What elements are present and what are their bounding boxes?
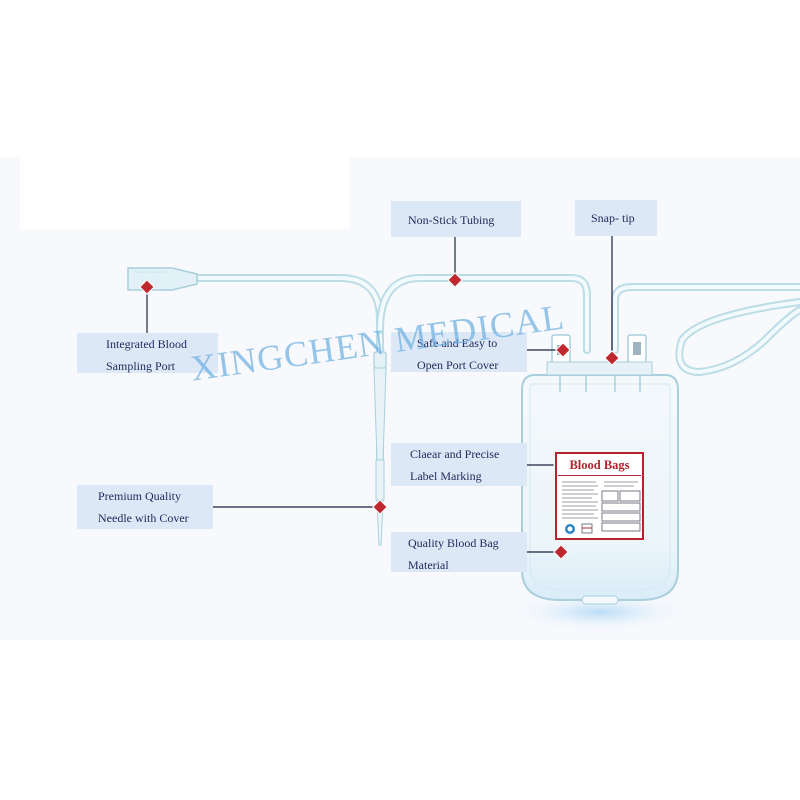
background-notch	[20, 157, 350, 229]
marker-sampling-port	[139, 279, 155, 295]
callout-snap-tip: Snap- tip	[575, 200, 657, 236]
callout-line-1: Quality Blood Bag	[408, 536, 499, 550]
label-title: Blood Bags	[558, 455, 641, 476]
marker-non-stick-tubing	[447, 272, 463, 288]
callout-line-1: Claear and Precise	[410, 447, 500, 461]
callout-sampling-port: Integrated Blood Sampling Port	[77, 333, 218, 373]
callout-needle-cover: Premium Quality Needle with Cover	[77, 485, 213, 529]
callout-line-2: Sampling Port	[106, 359, 176, 373]
bag-shadow	[505, 592, 695, 632]
callout-bag-material: Quality Blood Bag Material	[391, 532, 527, 572]
label-fine-print	[562, 481, 641, 534]
callout-line-2: Needle with Cover	[98, 511, 189, 525]
marker-snap-tip	[604, 350, 620, 366]
callout-line-1: Safe and Easy to	[417, 336, 498, 350]
marker-bag-material	[553, 544, 569, 560]
needle-assembly	[373, 351, 387, 546]
callout-port-cover: Safe and Easy to Open Port Cover	[391, 332, 527, 372]
sampling-port	[127, 267, 198, 291]
tubing	[193, 274, 800, 474]
blood-bag-label: Blood Bags	[555, 452, 644, 540]
callout-text: Snap- tip	[591, 211, 635, 225]
callout-line-2: Material	[408, 558, 449, 572]
callout-line-2: Label Marking	[410, 469, 482, 483]
callout-line-2: Open Port Cover	[417, 358, 499, 372]
marker-needle-cover	[372, 499, 388, 515]
callout-text: Non-Stick Tubing	[408, 213, 495, 227]
callout-non-stick-tubing: Non-Stick Tubing	[391, 201, 521, 237]
marker-port-cover	[555, 342, 571, 358]
callout-label-marking: Claear and Precise Label Marking	[391, 443, 527, 486]
callout-line-1: Premium Quality	[98, 489, 181, 503]
callout-line-1: Integrated Blood	[106, 337, 187, 351]
